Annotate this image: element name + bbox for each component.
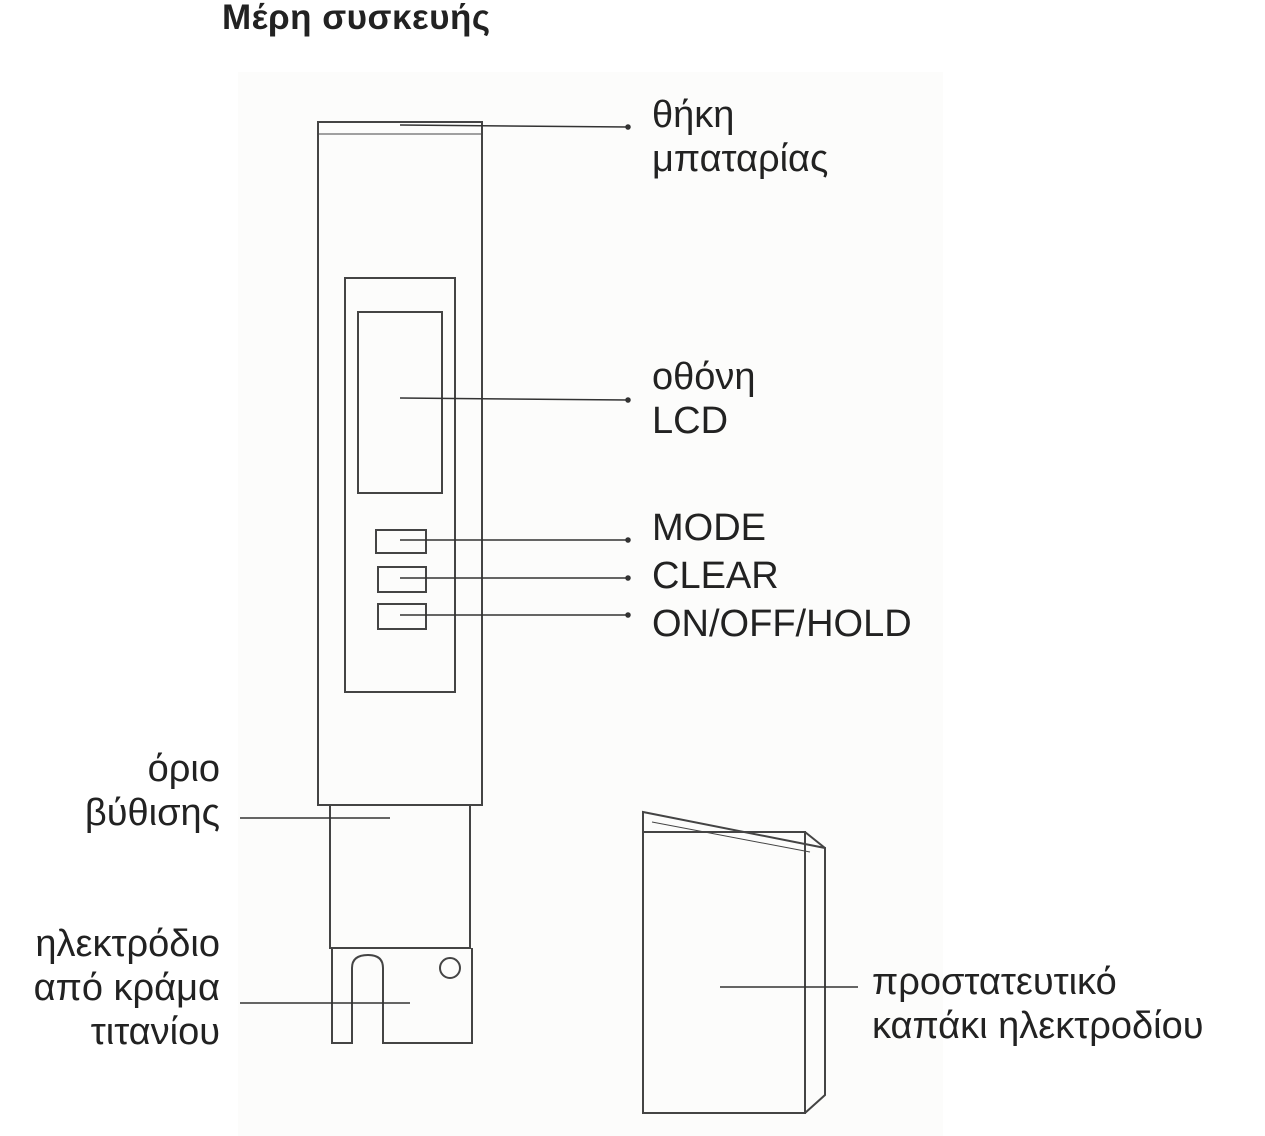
label-immersion-limit: όριο βύθισης [85,747,220,835]
lcd-screen [357,311,443,494]
label-line: LCD [652,400,729,442]
label-line: ηλεκτρόδιο [35,923,220,965]
label-line: από κράμα [33,967,220,1009]
leader-lines [240,124,858,1004]
lower-section [329,804,471,949]
label-power-hold: ON/OFF/HOLD [652,603,912,645]
page-title: Μέρη συσκευής [222,0,491,37]
label-line: μπαταρίας [652,138,829,180]
label-line: οθόνη [652,356,756,398]
label-line: τιτανίου [90,1011,220,1053]
label-line: όριο [147,748,220,790]
clear-button-shape [377,566,427,593]
label-mode: MODE [652,507,766,549]
label-protective-cap: προστατευτικό καπάκι ηλεκτροδίου [872,960,1204,1048]
label-electrode: ηλεκτρόδιο από κράμα τιτανίου [34,922,220,1054]
label-line: βύθισης [84,792,220,834]
label-line: θήκη [652,94,735,136]
label-line: προστατευτικό [872,961,1117,1003]
mode-button-shape [375,529,427,554]
label-battery-case: θήκη μπαταρίας [652,93,828,181]
label-clear: CLEAR [652,555,779,597]
label-lcd-screen: οθόνη LCD [652,355,756,443]
protective-cap-shape [642,810,826,1114]
electrode-hole [439,957,461,979]
label-line: καπάκι ηλεκτροδίου [872,1005,1204,1047]
tester-body [317,121,483,1044]
power-button-shape [377,603,427,630]
screen-frame [344,277,456,693]
electrode-shape [331,948,473,1044]
